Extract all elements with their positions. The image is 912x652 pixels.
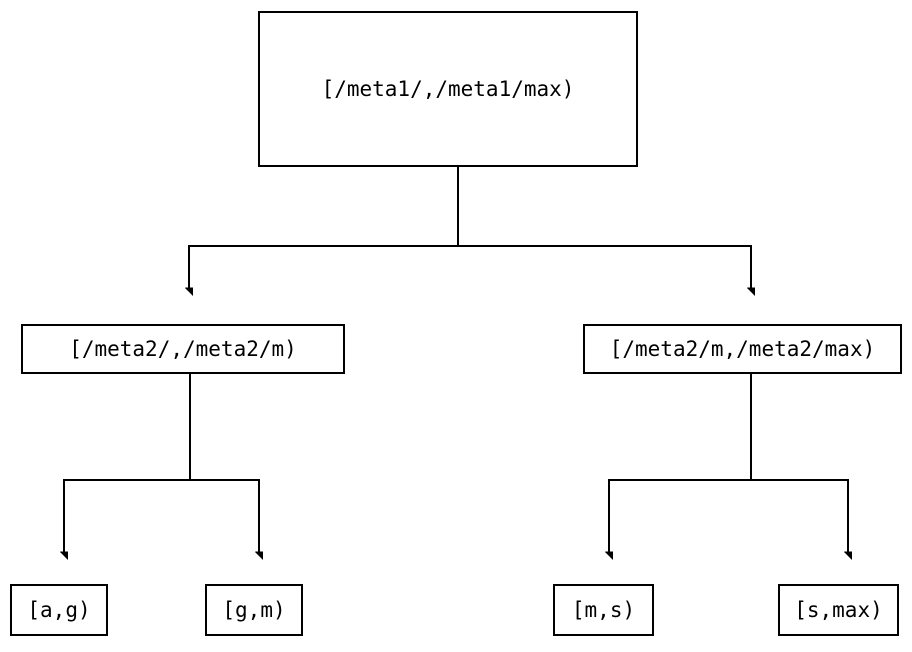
node-mid-right[interactable]: [/meta2/m,/meta2/max) (583, 324, 902, 374)
node-root[interactable]: [/meta1/,/meta1/max) (258, 11, 638, 167)
edge-root-to-mid-left (189, 167, 459, 288)
edge-root-to-mid-right (457, 167, 751, 288)
node-leaf-a-g[interactable]: [a,g) (10, 584, 108, 636)
edge-mid-right-to-leaf-ms (609, 374, 752, 552)
edge-mid-right-to-leaf-smax (750, 374, 848, 552)
node-leaf-g-m[interactable]: [g,m) (205, 584, 303, 636)
edge-mid-left-to-leaf-gm (189, 374, 259, 552)
edge-mid-left-to-leaf-ag (64, 374, 191, 552)
node-leaf-m-s[interactable]: [m,s) (553, 584, 654, 636)
node-leaf-s-max[interactable]: [s,max) (778, 584, 899, 636)
node-mid-left[interactable]: [/meta2/,/meta2/m) (21, 324, 345, 374)
